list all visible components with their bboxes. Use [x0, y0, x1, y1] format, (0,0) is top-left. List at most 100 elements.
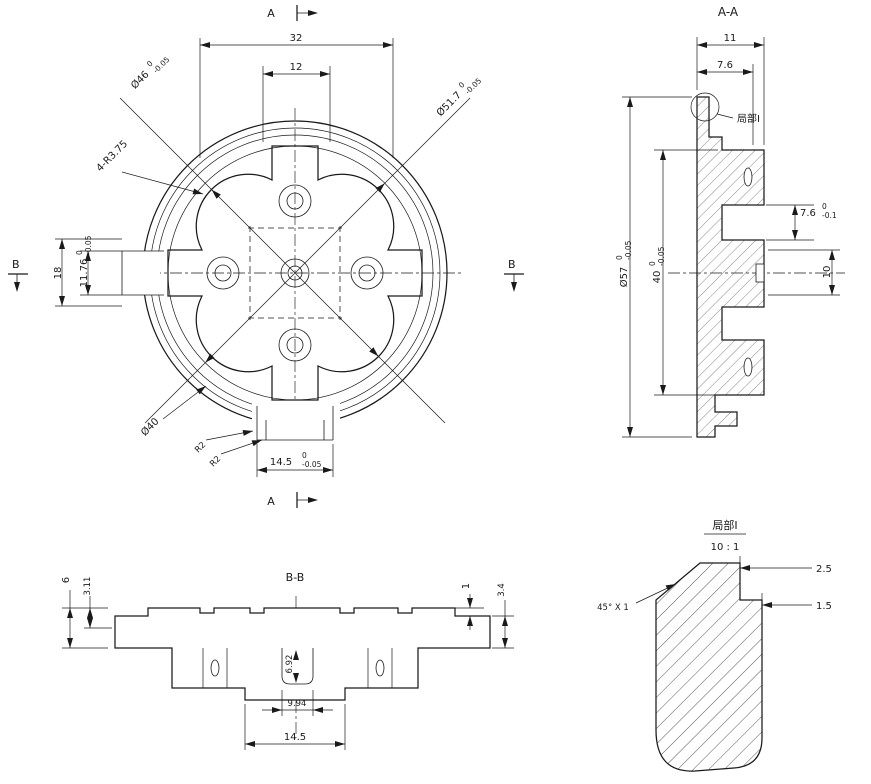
bb-holes: [210, 659, 385, 677]
dia46-tol-upper: 0: [145, 59, 155, 69]
detail-outline: [655, 562, 763, 772]
bolt-hole-top: [278, 184, 312, 218]
dim-6-label: 6: [61, 577, 72, 583]
dia40-label: Ø40: [138, 415, 161, 438]
dim-25-label: 2.5: [816, 564, 832, 575]
dim-76-right-tol-lower: -0.1: [822, 211, 837, 220]
dia46-value: Ø46: [128, 68, 151, 91]
section-b-left-label: B: [12, 258, 20, 271]
dim-145-value: 14.5: [270, 457, 292, 468]
dim-dia57: Ø57 0 -0.05: [615, 96, 692, 438]
r2-a-label: R2: [193, 440, 208, 455]
dim-32: 32: [199, 33, 394, 158]
section-bb-view: B-B 6: [61, 571, 514, 750]
dia517-value: Ø51.7: [434, 89, 464, 119]
front-center-hole: [280, 258, 310, 288]
section-b-right-label: B: [508, 258, 516, 271]
dim-1-label: 1: [461, 583, 472, 589]
front-view: 32 12 Ø46 0 -0.05 Ø51.7 0 -0.05 4-R3.75: [8, 5, 524, 508]
dim-994: 9.94: [262, 690, 333, 716]
dim-32-label: 32: [290, 33, 303, 44]
dim-76-right-value: 7.6: [800, 208, 816, 219]
dim-311-label: 3.11: [83, 577, 93, 596]
dia517-tol-upper: 0: [457, 80, 467, 90]
dim-1176: 11.76 0 -0.05: [75, 235, 122, 296]
dim-994-label: 9.94: [288, 699, 307, 709]
dim-10-label: 10: [822, 266, 833, 279]
section-a-top-label: A: [267, 7, 275, 20]
front-left-notch: [121, 250, 164, 296]
front-clover-outline: [167, 145, 423, 401]
section-aa-outline: [696, 96, 765, 438]
dim-692-label: 6.92: [285, 655, 295, 674]
dim-76-right-tol-upper: 0: [822, 202, 827, 211]
detail-callout-label: 局部I: [737, 112, 760, 125]
detail-title: 局部I: [712, 518, 737, 532]
dim-12: 12: [262, 62, 331, 142]
dim-1176-tol-lower: -0.05: [84, 235, 93, 255]
dim-15: 1.5: [761, 593, 832, 617]
dim-34-label: 3.4: [497, 583, 507, 597]
front-bottom-tab: [252, 402, 340, 442]
bb-center-slot: [281, 648, 314, 685]
r2-callout-a: R2: [193, 427, 255, 455]
dim-76-right: 7.6 0 -0.1: [766, 202, 837, 241]
dim-145-front: 14.5 0 -0.05: [256, 444, 334, 477]
dia57-tol-lower: -0.05: [624, 240, 633, 260]
dim-6: 6: [61, 577, 108, 649]
front-dashed-square: [248, 226, 342, 320]
dim-11-label: 11: [724, 33, 737, 44]
detail-view: 局部I 10 : 1 2.5 1.5 45° X 1: [597, 518, 832, 772]
bolt-hole-left: [206, 256, 240, 290]
dim-1: 1: [455, 583, 484, 630]
dim-76-top: 7.6: [696, 60, 754, 145]
dia517-label: Ø51.7 0 -0.05: [434, 76, 483, 119]
dim-1176-tol-upper: 0: [75, 250, 84, 255]
dia57-tol-upper: 0: [615, 255, 624, 260]
dim-40: 40 0 -0.05: [648, 149, 718, 396]
dim-76-top-label: 7.6: [717, 60, 733, 71]
dia40-callout: Ø40: [138, 383, 209, 439]
dim-15-label: 1.5: [816, 601, 832, 612]
chamfer-callout: 45° X 1: [597, 580, 678, 613]
section-marker-b-right: B: [504, 258, 524, 293]
detail-scale: 10 : 1: [711, 542, 740, 553]
fillet-callout: 4-R3.75: [95, 139, 205, 198]
bb-internal-lines: [202, 648, 393, 688]
dim-40-value: 40: [652, 271, 663, 284]
dia46-label: Ø46 0 -0.05: [128, 55, 171, 92]
section-marker-a-bottom: A: [267, 492, 319, 508]
section-marker-a-top: A: [267, 5, 319, 21]
dim-1176-value: 11.76: [79, 259, 90, 288]
front-diagonal-lines: [119, 97, 471, 424]
dim-145-bb: 14.5: [244, 704, 346, 750]
section-a-bottom-label: A: [267, 495, 275, 508]
chamfer-label: 45° X 1: [597, 603, 629, 613]
section-aa-view: A-A 局部I 11 7.6: [615, 5, 845, 438]
dim-311: 3.11: [83, 577, 112, 629]
dim-12-label: 12: [290, 62, 303, 73]
dim-692: 6.92: [285, 649, 300, 684]
section-aa-title: A-A: [718, 5, 739, 19]
dim-145-bb-label: 14.5: [284, 732, 306, 743]
dim-18-label: 18: [53, 267, 64, 280]
bolt-hole-right: [350, 256, 384, 290]
dia517-tol-lower: -0.05: [463, 76, 483, 96]
aa-boss-holes: [743, 167, 765, 377]
section-bb-title: B-B: [286, 571, 305, 584]
dia46-tol-lower: -0.05: [151, 55, 171, 75]
r2-callout-b: R2: [208, 436, 264, 469]
dim-34: 3.4: [492, 583, 514, 649]
dim-11: 11: [696, 33, 765, 145]
dia57-value: Ø57: [618, 267, 630, 288]
dim-18: 18: [53, 238, 122, 307]
bolt-hole-bottom: [278, 328, 312, 362]
dim-40-tol-lower: -0.05: [657, 246, 666, 266]
dim-10: 10: [768, 249, 840, 296]
dim-145-tol-lower: -0.05: [302, 460, 322, 469]
detail-callout: 局部I: [690, 92, 760, 125]
r2-b-label: R2: [208, 454, 223, 469]
section-marker-b-left: B: [8, 258, 28, 293]
